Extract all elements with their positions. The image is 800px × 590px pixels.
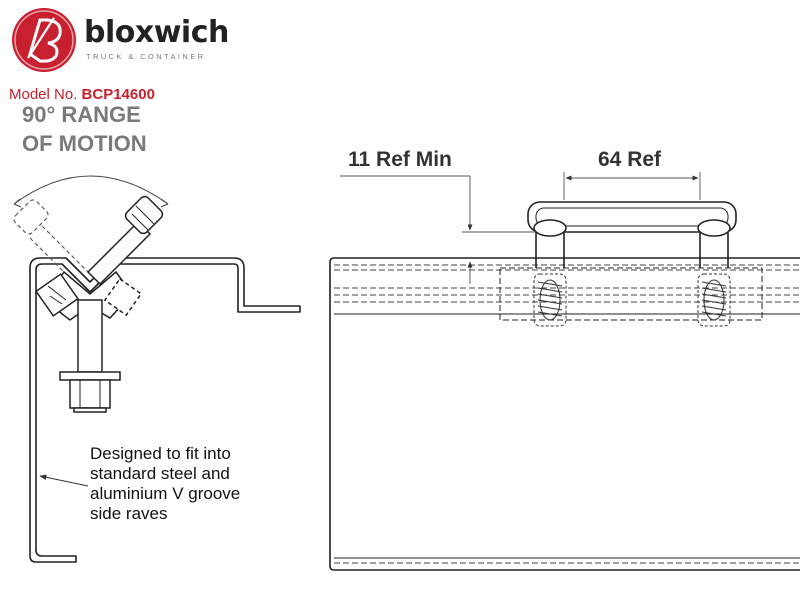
dimension-min-gap: 11 Ref Min <box>348 148 452 171</box>
bolt-tilted-right <box>86 195 164 286</box>
dimension-lines <box>340 172 701 284</box>
motion-caption-line2: OF MOTION <box>22 131 147 156</box>
stud-right <box>697 273 731 327</box>
threaded-studs <box>533 273 731 327</box>
brand-subtitle: TRUCK & CONTAINER <box>86 52 206 61</box>
side-view <box>29 257 301 563</box>
vertical-bolt <box>59 299 121 413</box>
u-bolt <box>527 201 737 268</box>
clamp-plate-hidden <box>499 267 763 321</box>
dimension-span: 64 Ref <box>598 148 662 171</box>
note-line1: Designed to fit into <box>90 444 231 463</box>
model-code: BCP14600 <box>81 86 155 103</box>
front-view <box>329 257 800 571</box>
brand-logo-icon <box>12 8 76 72</box>
fitment-note: Designed to fit into standard steel and … <box>90 444 330 524</box>
model-label: Model No. <box>9 86 78 103</box>
motion-caption-line1: 90° RANGE <box>22 102 141 127</box>
note-line3: aluminium V groove <box>90 484 241 503</box>
stud-left <box>533 273 567 327</box>
note-leader <box>39 474 89 487</box>
rave-profile <box>29 257 301 563</box>
rail-body <box>329 257 800 571</box>
motion-caption: 90° RANGE OF MOTION <box>22 100 147 158</box>
motion-arc <box>13 175 169 208</box>
brand-name: bloxwich <box>84 15 229 50</box>
note-line4: side raves <box>90 504 168 523</box>
v-block <box>35 270 143 321</box>
model-number: Model No. BCP14600 <box>9 86 155 104</box>
note-line2: standard steel and <box>90 464 230 483</box>
